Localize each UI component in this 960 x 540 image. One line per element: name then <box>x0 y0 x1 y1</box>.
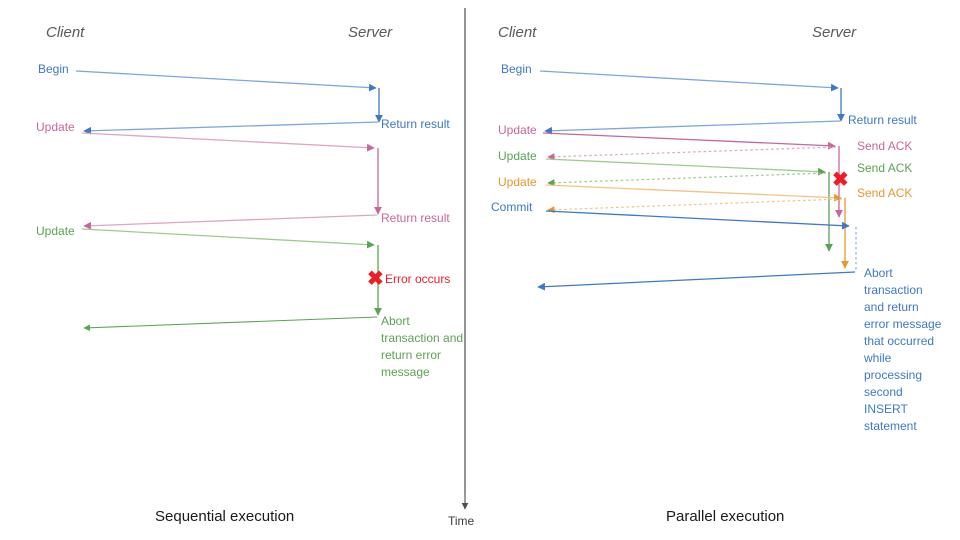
message-label-begin-return-parallel: Return result <box>848 113 917 127</box>
arrow-update-1-return <box>83 214 378 230</box>
actor-label-server-parallel: Server <box>812 24 857 41</box>
arrow-ack-3 <box>547 198 843 214</box>
message-label-begin-sequential: Begin <box>38 62 69 76</box>
arrow-commit-request <box>545 210 850 230</box>
message-label-begin-parallel: Begin <box>501 62 532 76</box>
arrow-begin-request <box>75 70 377 92</box>
arrow-begin-return-p <box>544 120 841 135</box>
arrow-update-1-request-p <box>542 132 836 150</box>
arrow-update-2-request <box>81 228 375 249</box>
message-label-error-occurs-sequential: Error occurs <box>385 272 451 286</box>
message-label-ack-1-parallel: Send ACK <box>857 139 913 153</box>
error-x-icon-sequential: ✖ <box>367 268 384 290</box>
arrow-ack-2 <box>547 172 827 187</box>
message-label-update-1-parallel: Update <box>498 123 537 137</box>
message-label-ack-3-parallel: Send ACK <box>857 186 913 200</box>
message-label-update-3-parallel: Update <box>498 175 537 189</box>
panel-caption-sequential: Sequential execution <box>155 508 295 525</box>
actor-label-server-sequential: Server <box>348 24 393 41</box>
arrow-abort-return-p <box>537 271 856 291</box>
sequential-panel-arrows <box>75 70 383 332</box>
message-label-abort-parallel: Abort transaction and return error messa… <box>864 266 942 433</box>
message-label-update-1-sequential: Update <box>36 120 75 134</box>
arrow-begin-request-p <box>539 70 839 92</box>
message-label-update-2-parallel: Update <box>498 149 537 163</box>
arrow-update-2-request-p <box>545 158 826 176</box>
actor-label-client-sequential: Client <box>46 24 85 41</box>
message-label-abort-sequential: Abort transaction and return error messa… <box>381 314 464 379</box>
actor-label-client-parallel: Client <box>498 24 537 41</box>
parallel-panel-arrows <box>537 70 857 291</box>
arrow-update-1-request <box>81 132 375 152</box>
message-label-update-1-return-sequential: Return result <box>381 211 450 225</box>
panel-caption-parallel: Parallel execution <box>666 508 785 525</box>
error-x-icon-parallel: ✖ <box>832 169 849 191</box>
arrow-ack-1 <box>547 146 837 161</box>
message-label-update-2-sequential: Update <box>36 224 75 238</box>
message-label-ack-2-parallel: Send ACK <box>857 161 913 175</box>
time-axis-label: Time <box>448 514 475 528</box>
arrow-begin-return <box>83 121 379 135</box>
message-label-commit-parallel: Commit <box>491 200 533 214</box>
arrow-update-3-request-p <box>545 184 842 202</box>
message-label-begin-return-sequential: Return result <box>381 117 450 131</box>
arrow-abort-return <box>83 316 378 332</box>
